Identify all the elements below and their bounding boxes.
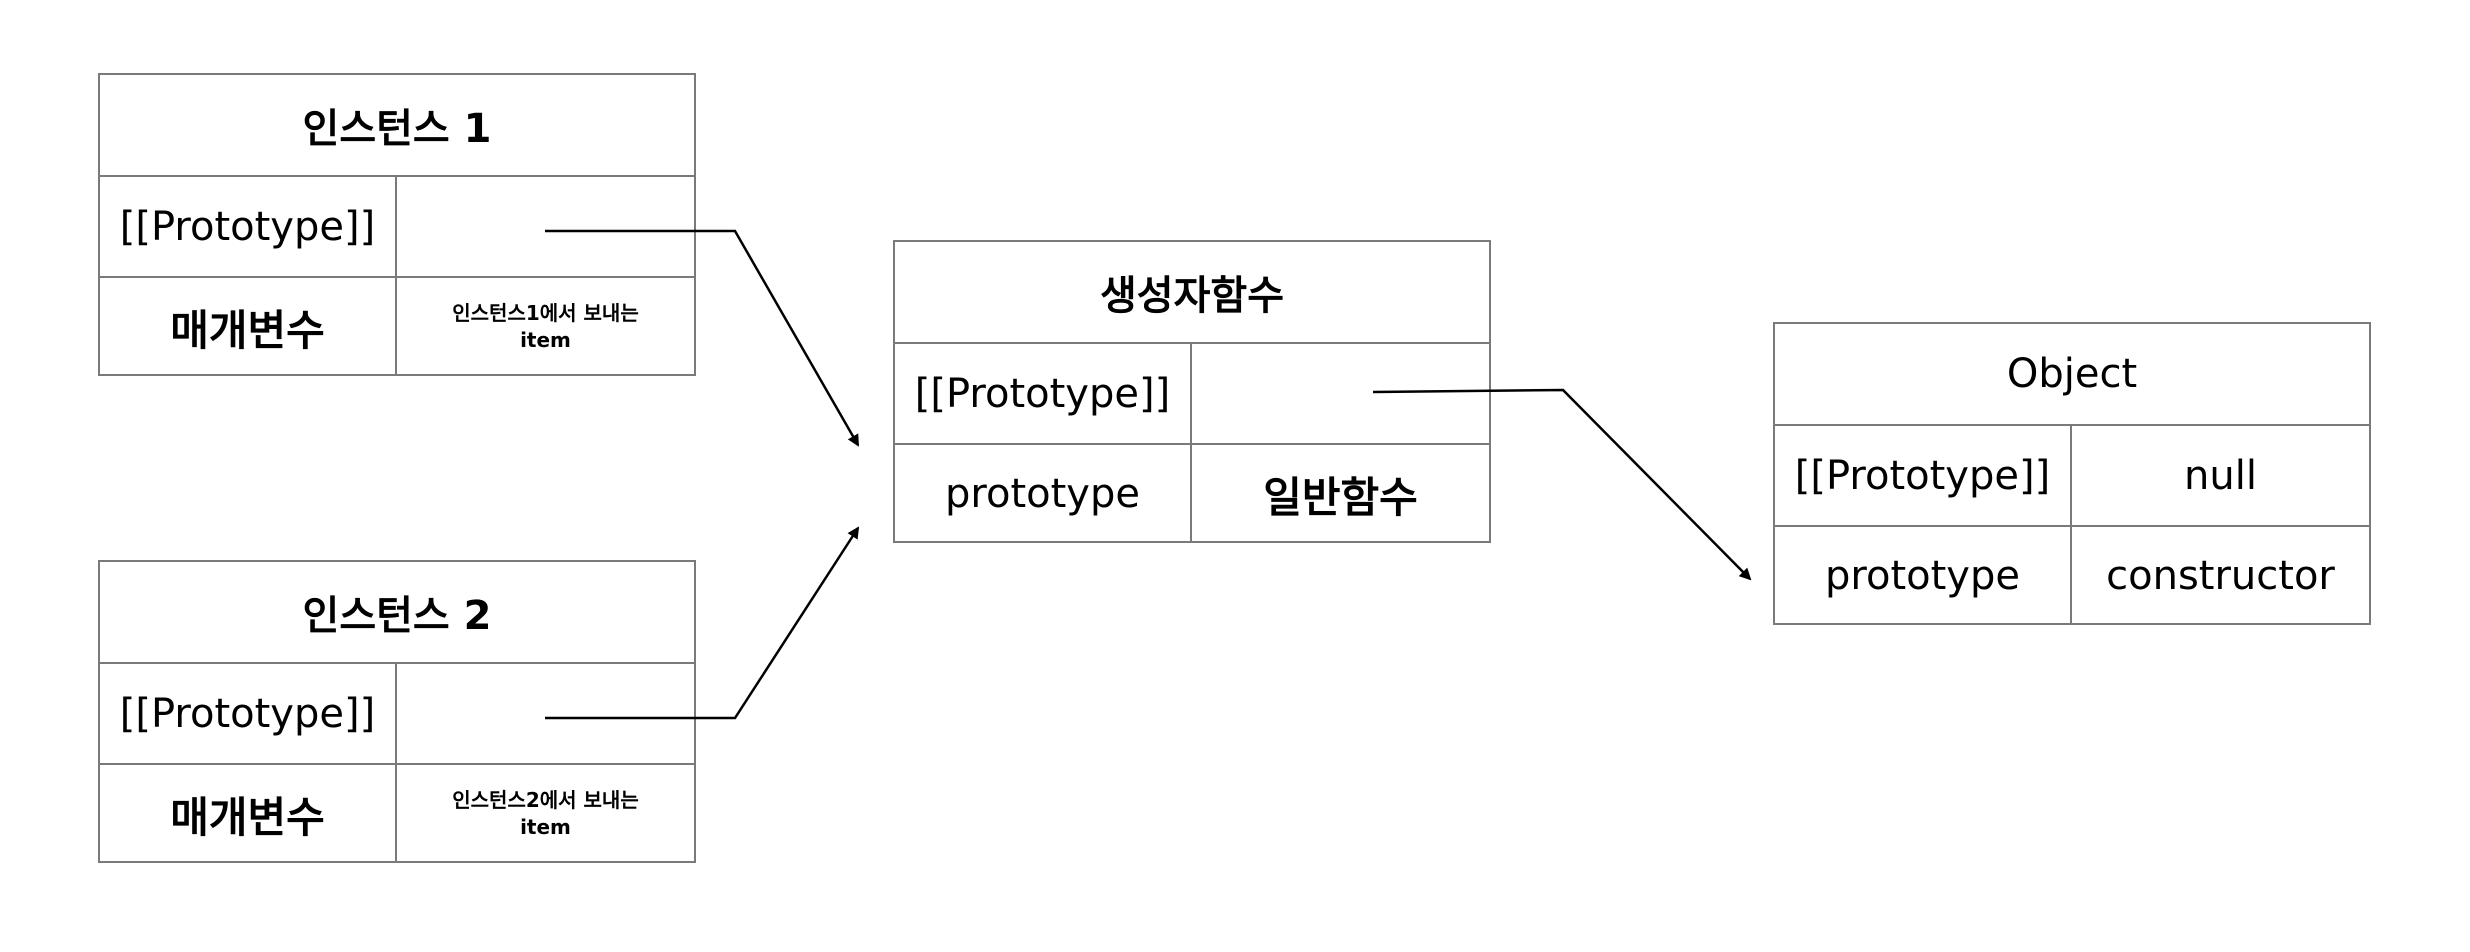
object-prototype-value: constructor xyxy=(2106,553,2335,599)
instance1-proto-row: [[Prototype]] xyxy=(100,175,694,276)
constructor-title-row: 생성자함수 xyxy=(895,242,1489,342)
instance2-proto-value xyxy=(397,664,694,763)
instance2-param-value: 인스턴스2에서 보내는 item xyxy=(397,765,694,863)
object-prototype-label: prototype xyxy=(1775,527,2072,625)
instance1-param-row: 매개변수 인스턴스1에서 보내는 item xyxy=(100,276,694,376)
constructor-proto-row: [[Prototype]] xyxy=(895,342,1489,443)
instance2-param-row: 매개변수 인스턴스2에서 보내는 item xyxy=(100,763,694,863)
object-proto-value: null xyxy=(2184,452,2257,499)
constructor-proto-label: [[Prototype]] xyxy=(895,344,1192,443)
constructor-prototype-row: prototype 일반함수 xyxy=(895,443,1489,543)
instance2-param-value-line2: item xyxy=(520,815,571,839)
instance2-param-value-line1: 인스턴스2에서 보내는 xyxy=(452,788,639,812)
constructor-proto-value xyxy=(1192,344,1489,443)
constructor-title: 생성자함수 xyxy=(1100,273,1284,319)
instance2-proto-label: [[Prototype]] xyxy=(100,664,397,763)
constructor-prototype-value: 일반함수 xyxy=(1263,472,1418,522)
object-title: Object xyxy=(2006,351,2138,397)
instance1-param-value-line1: 인스턴스1에서 보내는 xyxy=(452,301,639,325)
object-proto-label: [[Prototype]] xyxy=(1775,426,2072,525)
instance1-param-value: 인스턴스1에서 보내는 item xyxy=(397,278,694,376)
instance1-param-value-line2: item xyxy=(520,328,571,352)
instance2-title: 인스턴스 2 xyxy=(302,593,492,639)
instance1-box: 인스턴스 1 [[Prototype]] 매개변수 인스턴스1에서 보내는 it… xyxy=(98,73,696,376)
instance1-proto-value xyxy=(397,177,694,276)
object-box: Object [[Prototype]] null prototype cons… xyxy=(1773,322,2371,625)
object-proto-row: [[Prototype]] null xyxy=(1775,424,2369,525)
instance1-proto-label: [[Prototype]] xyxy=(100,177,397,276)
instance2-box: 인스턴스 2 [[Prototype]] 매개변수 인스턴스2에서 보내는 it… xyxy=(98,560,696,863)
instance1-param-label: 매개변수 xyxy=(100,278,397,376)
instance2-title-row: 인스턴스 2 xyxy=(100,562,694,662)
object-prototype-row: prototype constructor xyxy=(1775,525,2369,625)
constructor-box: 생성자함수 [[Prototype]] prototype 일반함수 xyxy=(893,240,1491,543)
object-title-row: Object xyxy=(1775,324,2369,424)
instance1-title: 인스턴스 1 xyxy=(302,106,492,152)
instance2-param-label: 매개변수 xyxy=(100,765,397,863)
constructor-prototype-label: prototype xyxy=(895,445,1192,543)
instance1-title-row: 인스턴스 1 xyxy=(100,75,694,175)
instance2-proto-row: [[Prototype]] xyxy=(100,662,694,763)
